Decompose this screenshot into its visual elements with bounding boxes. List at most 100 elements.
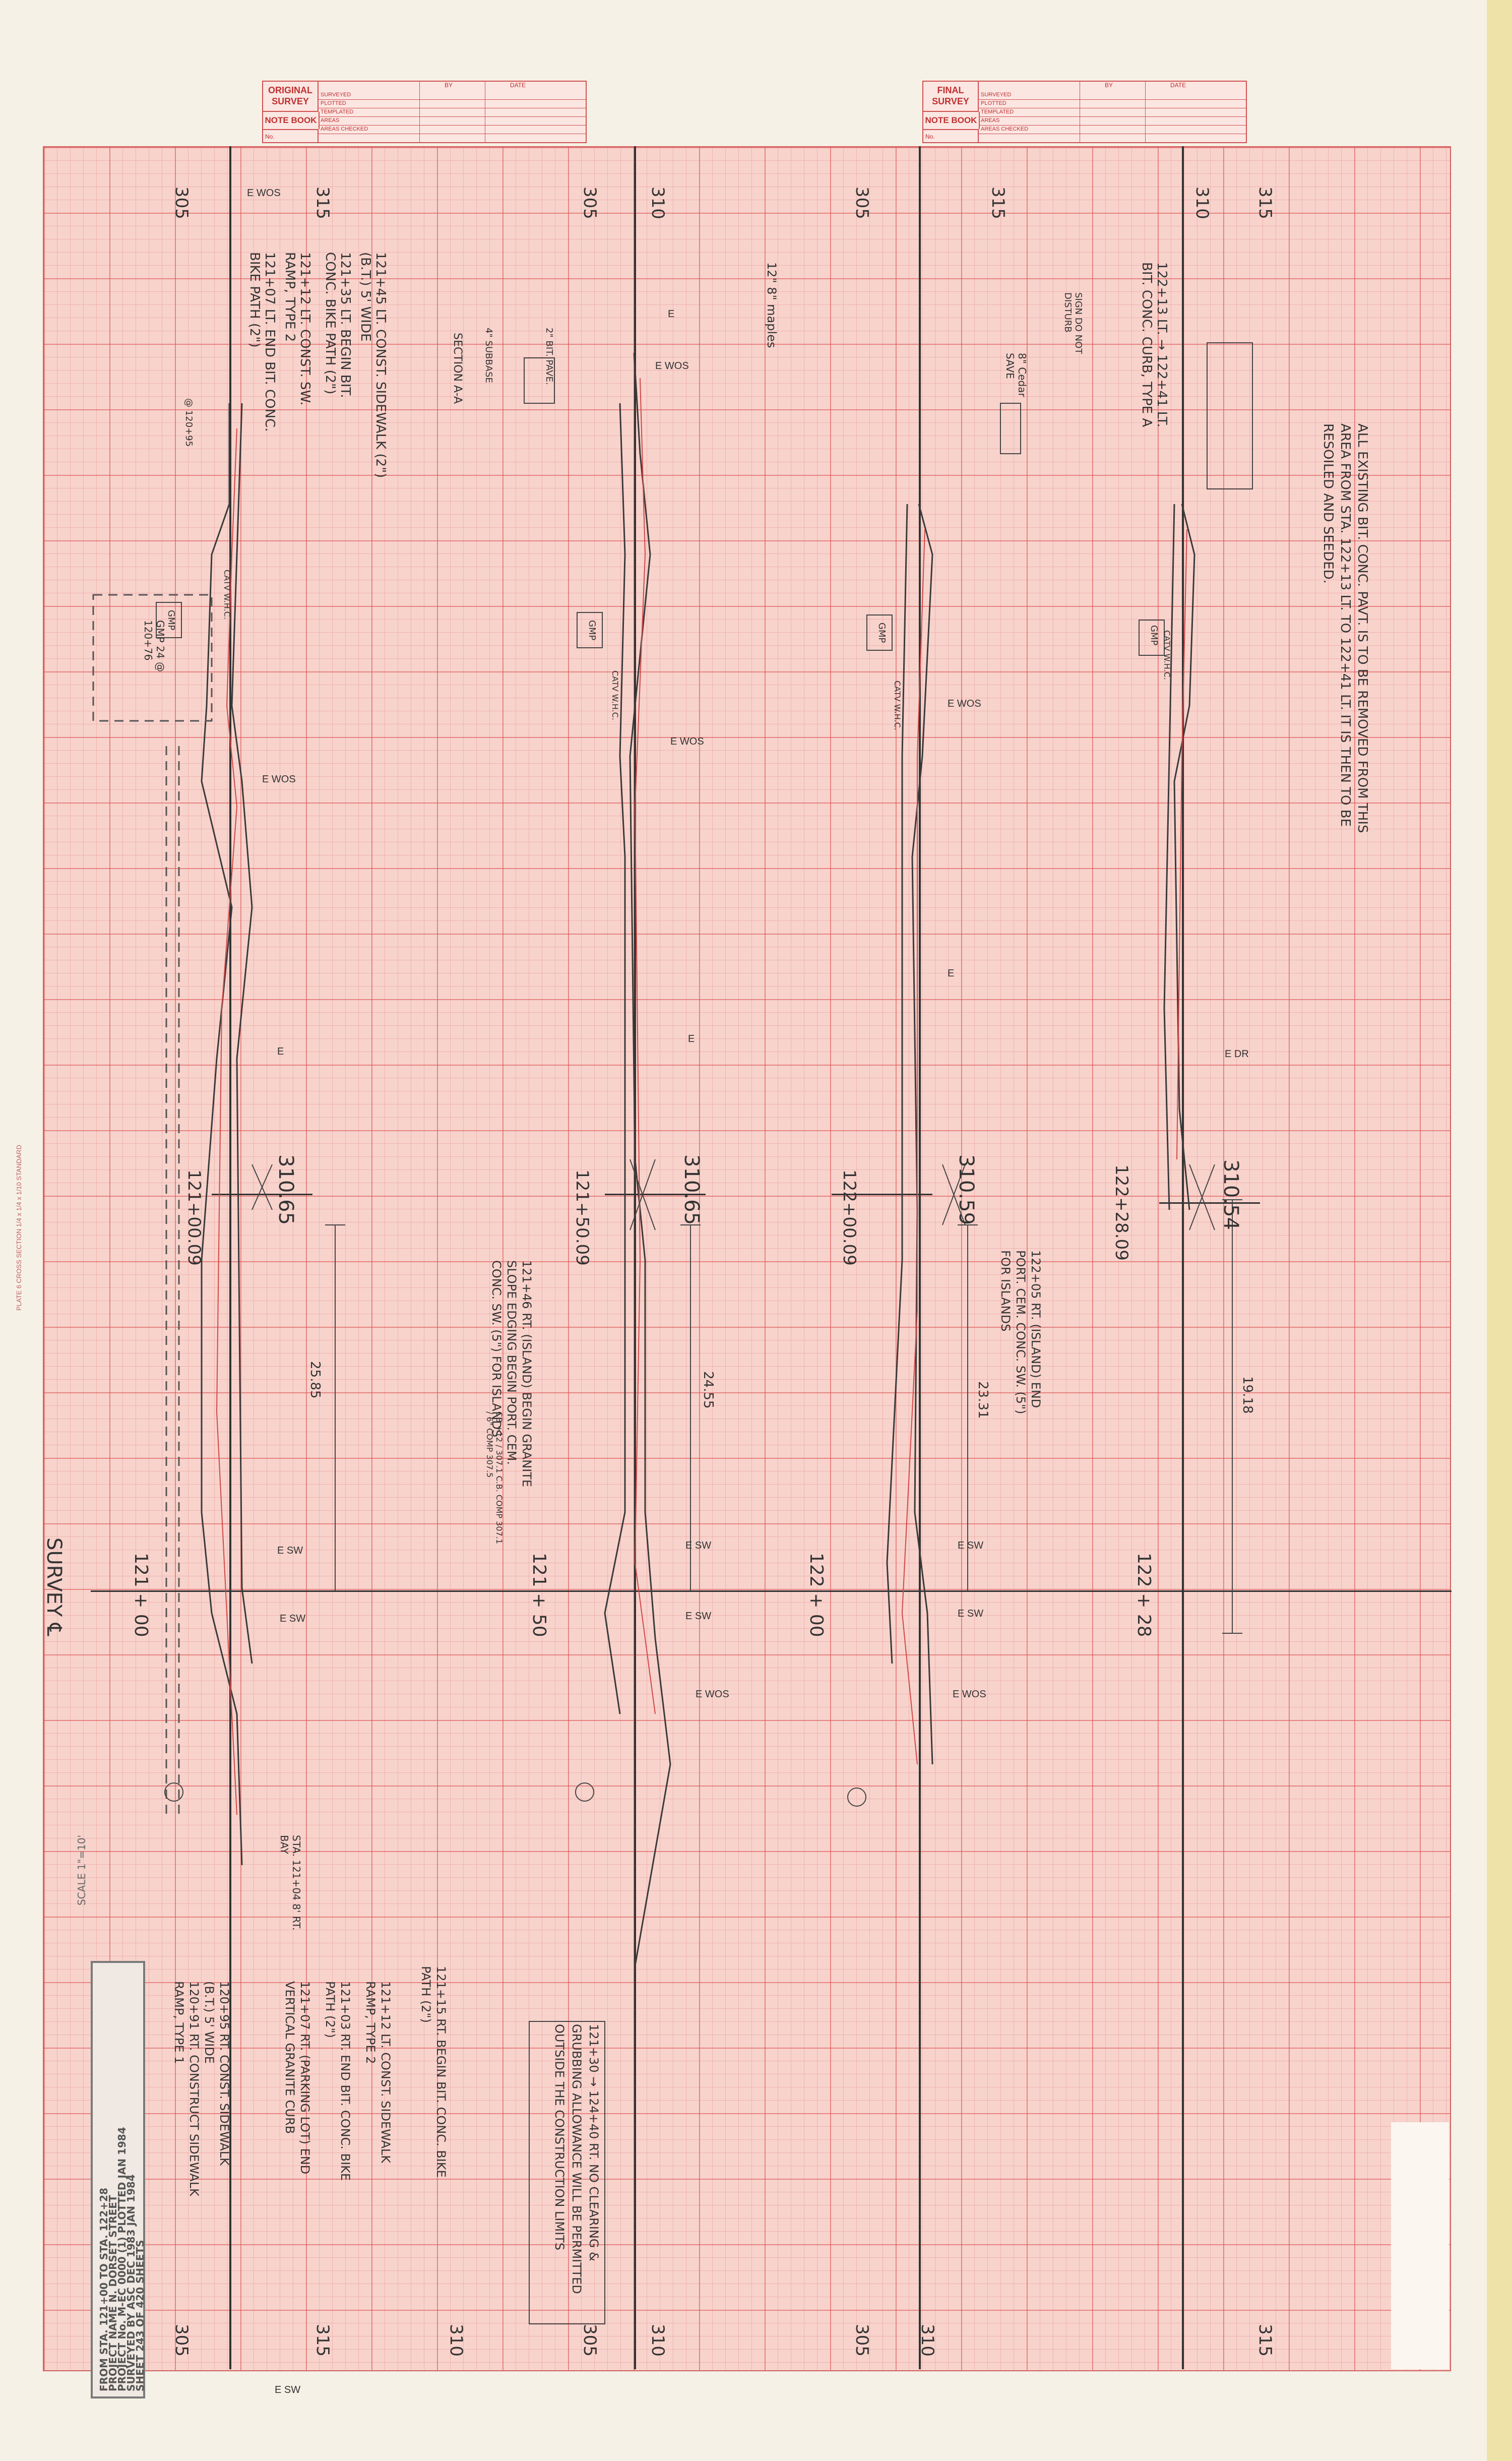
catv-label: CATV W.H.C. [1162,630,1172,680]
stamp-no: No. [923,129,979,142]
code-e-wos: E WOS [262,774,296,785]
elevation-label: 315 [1255,2324,1275,2357]
code-e-sw: E SW [685,1540,712,1551]
stamp-no: No. [263,129,319,142]
profile-elevation: 310.65 [680,1154,703,1225]
code-e: E [277,1046,284,1057]
note-sidewalk-rt: 120+95 RT. CONST. SIDEWALK (B.T.) 5' WID… [202,1981,231,2166]
elevation-label: 310 [648,187,668,219]
station-label: 121 + 50 [529,1553,549,1637]
note-bike-path-end-rt: 121+03 RT. END BIT. CONC. BIKE PATH (2") [323,1981,352,2181]
note-maples: 12" 8" maples [765,262,779,348]
code-e: E [948,968,955,979]
note-granite-curb: 121+07 RT. (PARKING LOT) END VERTICAL GR… [283,1981,312,2175]
code-e-wos: E WOS [670,736,704,747]
code-e-wos: E WOS [948,698,981,709]
note-station-bay: STA. 121+04 8' RT. BAY [278,1835,302,1931]
grade-line [212,1194,312,1195]
code-e-wos: E WOS [247,188,281,199]
title-block: FROM STA. 121+00 TO STA. 122+28 PROJECT … [91,1961,146,2398]
stamp-by: BY [1105,82,1113,89]
elevation-label: 310 [917,2324,937,2357]
station-label: 122 + 28 [1133,1553,1154,1637]
section-pave: 2" BIT. PAVE. [544,328,554,385]
gmp-label: GMP [166,610,176,631]
note-sidewalk-ramp-rt: 121+12 LT. CONST. SIDEWALK RAMP, TYPE 2 [363,1981,393,2164]
note-cedar: 8" Cedar SAVE [1004,353,1028,397]
elevation-label: 315 [1255,187,1275,219]
profile-elevation: 310.65 [274,1154,297,1225]
gmp-label: GMP [1149,625,1159,646]
note-bike-path-end: 121+07 LT. END BIT. CONC. BIKE PATH (2") [247,252,277,432]
dimension-value: 24.55 [701,1371,716,1409]
station-label: 122 + 00 [806,1553,827,1637]
elevation-label: 310 [1192,187,1212,219]
code-e-wos: E WOS [953,1689,986,1700]
note-existing-pavement: ALL EXISTING BIT. CONC. PAVT. IS TO BE R… [1320,423,1370,833]
gmp-label: GMP [876,623,887,643]
code-e-sw: E SW [277,1545,303,1556]
catv-label: CATV W.H.C. [222,570,232,620]
stamp-row: AREAS CHECKED [319,125,586,134]
profile-station-value: 121+50.09 [572,1170,592,1266]
code-e: E [668,309,675,320]
profile-station-value: 121+00.09 [184,1170,204,1266]
elevation-line [1182,146,1184,2369]
elevation-label: 305 [852,187,872,219]
profile-elevation: 310.59 [955,1154,978,1225]
stamp-row: PLOTTED [979,99,1246,108]
stamp-date: DATE [510,82,526,89]
graph-paper-grid [43,146,1451,2371]
elevation-label: 310 [446,2324,466,2357]
note-cb-elevations: CB +12 / 307.1 C.B. COMP 307.1 / 6" COMP… [485,1411,504,1544]
note-sign: SIGN DO NOT DISTURB [1062,292,1084,354]
dimension-value: 25.85 [307,1361,323,1399]
elevation-label: 315 [312,187,333,219]
note-clearing-limits: 121+30 → 124+40 RT. NO CLEARING & GRUBBI… [552,2024,601,2294]
note-ramp: 121+12 LT. CONST. SW. RAMP, TYPE 2 [282,252,312,406]
code-e-sw: E SW [275,2384,301,2395]
code-e-sw: E SW [280,1613,306,1624]
catv-label: CATV W.H.C. [610,670,620,720]
elevation-label: 305 [852,2324,872,2357]
stamp-row: PLOTTED [319,99,586,108]
note-sidewalk: 121+45 LT. CONST. SIDEWALK (2") (B.T.) 5… [358,252,388,478]
survey-baseline [91,1590,1452,1592]
code-e-dr: E DR [1225,1049,1249,1060]
code-e: E [688,1033,695,1044]
catv-label: CATV W.H.C. [893,681,902,730]
elevation-line [919,146,921,2369]
note-ramp-type1: 120+91 RT. CONSTRUCT SIDEWALK RAMP, TYPE… [172,1981,201,2196]
note-bike-path-rt: 121+15 RT. BEGIN BIT. CONC. BIKE PATH (2… [419,1966,448,2178]
stamp-row: TEMPLATED [979,108,1246,117]
dimension-value: 23.31 [975,1381,990,1419]
elevation-label: 305 [171,2324,192,2357]
stamp-row: SURVEYED [319,91,586,100]
code-e-sw: E SW [958,1540,984,1551]
station-label: 121 + 00 [131,1553,151,1637]
elevation-line [634,146,636,2369]
paper-print-note: PLATE 6 CROSS SECTION 1/4 x 1/4 x 1/10 S… [15,1145,23,1311]
elevation-label: 315 [988,187,1008,219]
gmp-label: GMP [587,620,597,641]
profile-station-value: 122+00.09 [839,1170,859,1266]
grade-line [1159,1202,1260,1204]
stamp-date: DATE [1170,82,1186,89]
code-e-sw: E SW [958,1608,984,1619]
stamp-row: SURVEYED [979,91,1246,100]
stamp-row: AREAS [979,116,1246,126]
code-e-wos: E WOS [655,360,689,372]
profile-elevation: 310.54 [1219,1159,1242,1230]
section-title: SECTION A-A [451,333,464,404]
stamp-notebook: NOTE BOOK [923,112,980,129]
elevation-label: 310 [648,2324,668,2357]
code-e-sw: E SW [685,1611,712,1622]
grade-line [605,1194,706,1195]
survey-baseline-label: SURVEY ℄ [42,1537,66,1636]
elevation-label: 305 [580,2324,600,2357]
